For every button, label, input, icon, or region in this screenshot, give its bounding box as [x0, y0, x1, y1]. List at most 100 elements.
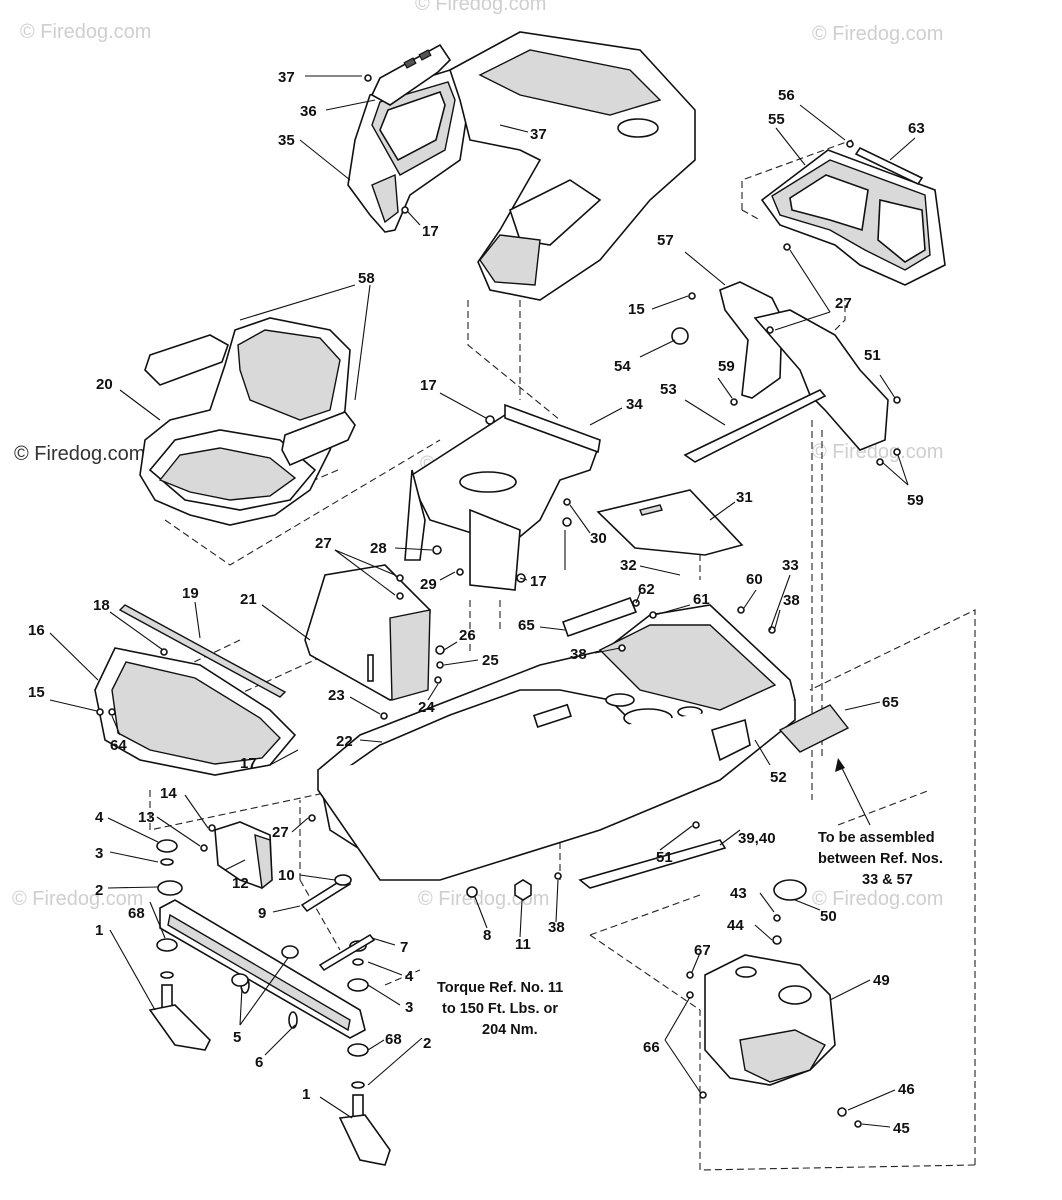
callout: 43 [730, 885, 747, 902]
screw [96, 708, 104, 716]
screw [396, 592, 404, 600]
frame-deck [317, 604, 796, 881]
note-line: between Ref. Nos. [818, 851, 943, 867]
bracket-right [778, 704, 850, 753]
watermark: © Firedog.com [14, 443, 145, 465]
screw [876, 458, 884, 466]
callout: 57 [657, 232, 674, 249]
callout: 17 [422, 223, 439, 240]
callout: 68 [128, 905, 145, 922]
bushing [156, 839, 178, 853]
screw [692, 821, 700, 829]
callout: 32 [620, 557, 637, 574]
nut [562, 517, 572, 527]
underplate [578, 839, 727, 889]
callout: 3 [95, 845, 103, 862]
torque-note: Torque Ref. No. 11 to 150 Ft. Lbs. or 20… [437, 980, 563, 1038]
callout: 65 [882, 694, 899, 711]
pivot-bushing [231, 973, 249, 987]
callout: 8 [483, 927, 491, 944]
watermark: © Firedog.com [12, 888, 143, 910]
screw [563, 498, 571, 506]
callout: 20 [96, 376, 113, 393]
washer [108, 708, 116, 716]
callout: 1 [95, 922, 103, 939]
bracket-left [561, 596, 638, 638]
screw [208, 824, 216, 832]
callout: 58 [358, 270, 375, 287]
pivot-bolt [300, 876, 352, 913]
screw [688, 292, 696, 300]
assembly-arrow [835, 758, 871, 826]
callout: 34 [626, 396, 643, 413]
callout: 35 [278, 132, 295, 149]
callout: 56 [778, 87, 795, 104]
knob [671, 327, 689, 345]
support-rod [683, 389, 827, 463]
washer [351, 1081, 365, 1089]
callout: 15 [628, 301, 645, 318]
callout: 55 [768, 111, 785, 128]
battery-shield [304, 564, 431, 701]
callout: 2 [95, 882, 103, 899]
callout: 38 [783, 592, 800, 609]
seat-bracket [719, 281, 889, 451]
trim-strip [118, 604, 287, 698]
callout: 49 [873, 972, 890, 989]
screw [686, 971, 694, 979]
callout: 27 [272, 824, 289, 841]
callout: 38 [548, 919, 565, 936]
callout: 23 [328, 687, 345, 704]
callout: 38 [570, 646, 587, 663]
bolt [432, 545, 442, 555]
washer [699, 1091, 707, 1099]
callout: 14 [160, 785, 177, 802]
screw [380, 712, 388, 720]
callout: 65 [518, 617, 535, 634]
callout: 61 [693, 591, 710, 608]
screw [456, 568, 464, 576]
callout: 51 [864, 347, 881, 364]
callout: 2 [423, 1035, 431, 1052]
watermark: © Firedog.com [812, 888, 943, 910]
callout: 22 [336, 733, 353, 750]
screw [200, 844, 208, 852]
callout: 54 [614, 358, 631, 375]
screw [737, 606, 745, 614]
callout: 15 [28, 684, 45, 701]
callout: 68 [385, 1031, 402, 1048]
callout: 1 [302, 1086, 310, 1103]
washer [837, 1107, 847, 1117]
bolt [318, 933, 376, 972]
callout: 16 [28, 622, 45, 639]
screw [783, 243, 791, 251]
callout: 52 [770, 769, 787, 786]
washer [334, 874, 352, 886]
callout: 9 [258, 905, 266, 922]
callout: 3 [405, 999, 413, 1016]
callout: 46 [898, 1081, 915, 1098]
bushing [156, 938, 178, 952]
callout: 53 [660, 381, 677, 398]
note-line: to 150 Ft. Lbs. or [442, 1001, 558, 1017]
callout: 50 [820, 908, 837, 925]
screw [768, 626, 776, 634]
callout-labels: 37 36 35 37 17 56 55 63 58 20 57 27 15 5… [28, 69, 925, 1137]
callout: 12 [232, 875, 249, 892]
callout: 30 [590, 530, 607, 547]
callout: 17 [240, 755, 257, 772]
callout: 45 [893, 1120, 910, 1137]
screw [554, 872, 562, 880]
assembly-note: To be assembled between Ref. Nos. 33 & 5… [818, 830, 943, 888]
callout: 39,40 [738, 830, 776, 847]
screw [893, 396, 901, 404]
callout: 4 [405, 968, 414, 985]
callout: 10 [278, 867, 295, 884]
callout: 13 [138, 809, 155, 826]
decal [639, 504, 663, 516]
seat-plate [404, 403, 601, 591]
callout: 17 [420, 377, 437, 394]
callout: 17 [530, 573, 547, 590]
note-line: Torque Ref. No. 11 [437, 980, 563, 996]
